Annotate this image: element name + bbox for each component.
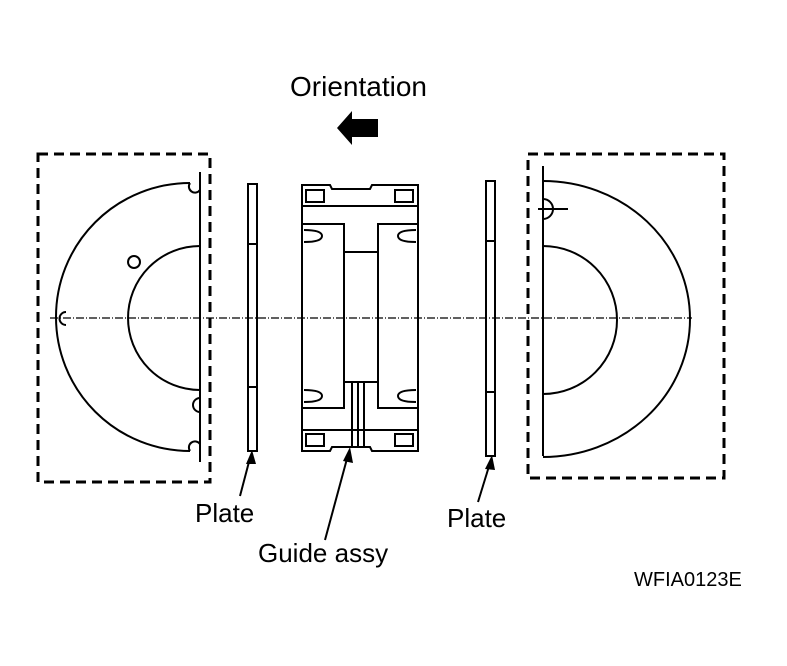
- guide-assy-cell-bl: [306, 434, 324, 446]
- guide-assy-cell-tl: [306, 190, 324, 202]
- right-dashed-frame: [528, 154, 724, 478]
- leader-plate-left: [240, 458, 250, 496]
- guide-assy-hook-tl: [304, 230, 322, 242]
- orientation-label: Orientation: [290, 71, 427, 102]
- right-half-ring-component: [528, 154, 724, 478]
- left-ring-outer-arc: [56, 183, 190, 451]
- guide-assy-left-rail: [302, 224, 344, 408]
- guide-assy-cell-tr: [395, 190, 413, 202]
- guide-assy-hook-bl: [304, 390, 322, 402]
- arrowhead-plate-right: [485, 455, 495, 470]
- leader-lines: [240, 455, 490, 540]
- left-ring-hole: [128, 256, 140, 268]
- orientation-arrow-shape: [337, 111, 378, 145]
- guide-assy-right-rail: [378, 224, 418, 408]
- plate-left-label: Plate: [195, 498, 255, 528]
- arrowhead-plate-left: [246, 450, 256, 464]
- leader-guide-assy: [325, 455, 348, 540]
- right-ring-inner-arc: [543, 246, 617, 394]
- guide-assy-hook-tr: [398, 230, 416, 242]
- guide-assy-label: Guide assy: [258, 538, 389, 568]
- plate-right-label: Plate: [447, 503, 507, 533]
- left-ring-notch-bottom: [189, 441, 200, 451]
- left-ring-notch-side: [193, 398, 200, 412]
- right-ring-outer-arc: [543, 181, 690, 457]
- guide-assy: [302, 185, 418, 451]
- guide-assy-cell-br: [395, 434, 413, 446]
- guide-assy-hook-br: [398, 390, 416, 402]
- figure-code: WFIA0123E: [634, 569, 742, 591]
- left-arrow-icon: [337, 111, 378, 145]
- left-ring-notch-top: [189, 183, 200, 193]
- arrowhead-guide-assy: [343, 447, 353, 463]
- leader-plate-right: [478, 463, 490, 502]
- left-ring-notch-outer: [60, 312, 66, 325]
